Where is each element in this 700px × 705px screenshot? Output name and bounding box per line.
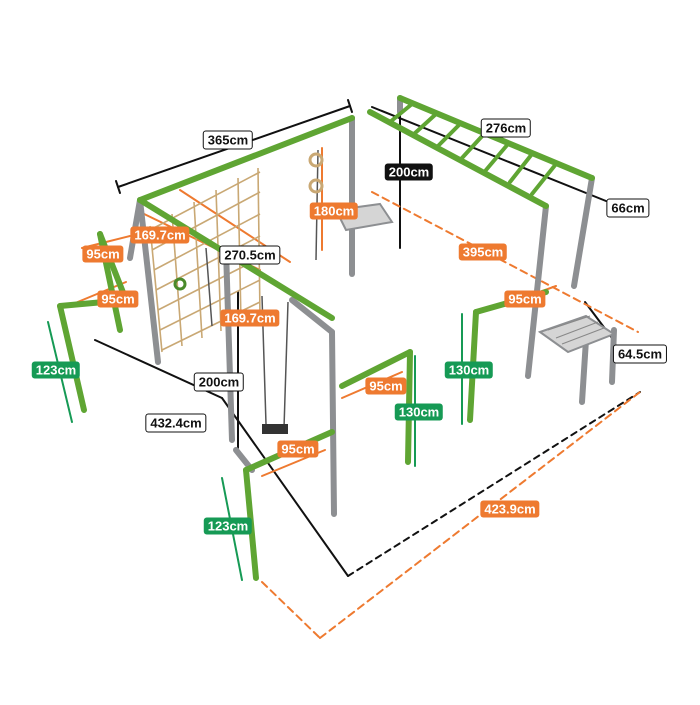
label-main-height: 200cm bbox=[384, 163, 434, 181]
label-side-length: 432.4cm bbox=[145, 413, 207, 433]
rope-ladder bbox=[173, 152, 324, 291]
label-net-width: 169.7cm bbox=[130, 226, 190, 244]
label-left-bar-short: 95cm bbox=[82, 245, 124, 263]
label-right-bar: 95cm bbox=[504, 290, 546, 308]
label-right-post-height: 130cm bbox=[444, 361, 494, 379]
dim-line-bay-depth bbox=[371, 191, 639, 333]
label-front-post-height: 123cm bbox=[203, 517, 253, 535]
dimension-lines bbox=[47, 99, 641, 639]
label-platform-height: 180cm bbox=[309, 202, 359, 220]
label-monkey-bar-length: 276cm bbox=[480, 118, 532, 138]
label-front-length: 423.9cm bbox=[480, 500, 540, 518]
label-top-length: 365cm bbox=[202, 130, 254, 150]
label-monkey-bar-depth: 66cm bbox=[606, 198, 650, 218]
label-left-post-height: 123cm bbox=[31, 361, 81, 379]
label-step-depth: 64.5cm bbox=[612, 344, 668, 364]
label-center-post-height: 130cm bbox=[394, 403, 444, 421]
label-bay-depth: 395cm bbox=[458, 243, 508, 261]
label-swing-height: 200cm bbox=[193, 372, 245, 392]
label-center-bar: 95cm bbox=[365, 377, 407, 395]
dim-line-front-length bbox=[261, 581, 321, 639]
monkey-bar-rungs bbox=[388, 102, 558, 196]
dim-line-side-length bbox=[221, 397, 349, 577]
label-net-lower-width: 169.7cm bbox=[220, 309, 280, 327]
label-front-bar: 95cm bbox=[277, 440, 319, 458]
dim-line-monkey-bar bbox=[371, 106, 607, 202]
label-left-bar-long: 95cm bbox=[97, 290, 139, 308]
label-inner-width: 270.5cm bbox=[219, 245, 281, 265]
